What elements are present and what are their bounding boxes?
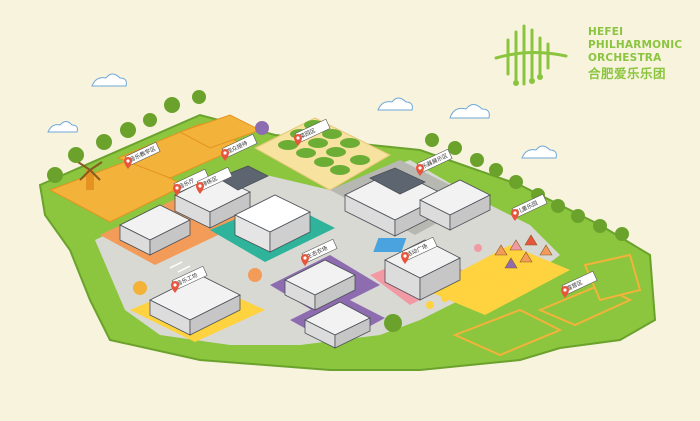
playground	[373, 238, 482, 252]
map-pin[interactable]: 菜园区	[294, 118, 331, 146]
map-pin-icon	[401, 252, 409, 264]
map-pin-dot	[223, 151, 227, 155]
map-pin-dot	[296, 136, 300, 140]
map-pin-icon	[221, 149, 229, 161]
map-pin-dot	[175, 186, 179, 190]
map-pin[interactable]: 露营区	[561, 270, 598, 298]
map-pin-dot	[403, 254, 407, 258]
brand-line-3: ORCHESTRA	[588, 52, 662, 64]
parking-lines	[169, 261, 207, 281]
map-pin-icon	[511, 209, 519, 221]
map-pin-dot	[303, 256, 307, 260]
brand-chinese: 合肥爱乐乐团	[588, 66, 667, 81]
map-pin-icon	[173, 184, 181, 196]
map-pin-dot	[173, 283, 177, 287]
map-pin-icon	[294, 134, 302, 146]
map-pin-icon	[171, 281, 179, 293]
map-pin-dot	[418, 166, 422, 170]
cloud-icon	[47, 73, 557, 159]
map-pin-dot	[198, 184, 202, 188]
map-pin-dot	[126, 159, 130, 163]
zone-yellow-camp	[425, 245, 570, 315]
brand-line-2: PHILHARMONIC	[588, 39, 683, 51]
map-pin-dot	[513, 211, 517, 215]
brand-line-1: HEFEI	[588, 26, 624, 38]
windmill-icon	[77, 161, 103, 190]
map-pin-icon	[124, 157, 132, 169]
orchestra-logo-icon	[494, 24, 568, 86]
buildings	[119, 165, 491, 349]
map-pin[interactable]: 音乐厅	[173, 168, 210, 196]
tree-icon	[47, 90, 629, 332]
map-pin-icon	[561, 286, 569, 298]
map-pin-icon	[416, 164, 424, 176]
tent-icon	[494, 234, 553, 269]
lawn	[452, 308, 563, 357]
orchestra-name: HEFEI PHILHARMONIC ORCHESTRA 合肥爱乐乐团	[588, 26, 682, 82]
lawn	[583, 253, 642, 302]
orchestra-logo: HEFEI PHILHARMONIC ORCHESTRA 合肥爱乐乐团	[490, 22, 690, 102]
map-pin[interactable]: 排练区	[196, 166, 233, 194]
map-pin-icon	[301, 254, 309, 266]
map-pin-dot	[563, 288, 567, 292]
map-pin-icon	[196, 182, 204, 194]
